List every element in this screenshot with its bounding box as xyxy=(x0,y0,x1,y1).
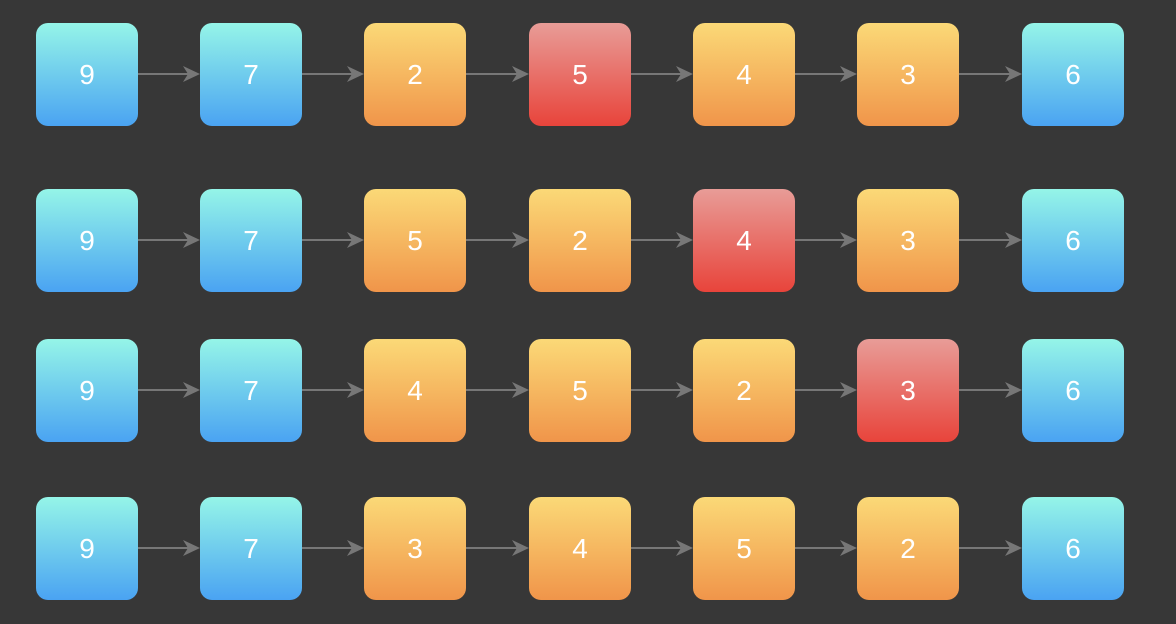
list-node: 9 xyxy=(36,23,138,126)
arrow-icon xyxy=(302,382,364,398)
list-node: 4 xyxy=(693,189,795,292)
list-node: 7 xyxy=(200,339,302,442)
arrow-icon xyxy=(302,66,364,82)
arrow-icon xyxy=(466,382,529,398)
arrow-icon xyxy=(959,232,1022,248)
list-node: 9 xyxy=(36,189,138,292)
list-node: 3 xyxy=(857,189,959,292)
list-node: 3 xyxy=(364,497,466,600)
arrow-icon xyxy=(959,540,1022,556)
list-node: 3 xyxy=(857,339,959,442)
arrow-icon xyxy=(631,232,693,248)
list-node: 7 xyxy=(200,23,302,126)
arrow-icon xyxy=(795,540,857,556)
list-node: 6 xyxy=(1022,339,1124,442)
list-node: 4 xyxy=(364,339,466,442)
list-node: 2 xyxy=(857,497,959,600)
list-node: 6 xyxy=(1022,23,1124,126)
list-node: 5 xyxy=(693,497,795,600)
arrow-icon xyxy=(466,66,529,82)
arrow-icon xyxy=(795,382,857,398)
arrow-icon xyxy=(302,232,364,248)
arrow-icon xyxy=(138,540,200,556)
arrow-icon xyxy=(795,66,857,82)
list-node: 6 xyxy=(1022,497,1124,600)
list-node: 5 xyxy=(529,23,631,126)
list-node: 2 xyxy=(529,189,631,292)
arrow-icon xyxy=(138,232,200,248)
arrow-icon xyxy=(302,540,364,556)
list-node: 5 xyxy=(364,189,466,292)
list-node: 4 xyxy=(529,497,631,600)
arrow-icon xyxy=(959,66,1022,82)
arrow-icon xyxy=(795,232,857,248)
list-node: 6 xyxy=(1022,189,1124,292)
arrow-icon xyxy=(138,382,200,398)
list-node: 7 xyxy=(200,497,302,600)
arrow-icon xyxy=(959,382,1022,398)
list-node: 9 xyxy=(36,339,138,442)
list-node: 3 xyxy=(857,23,959,126)
arrow-icon xyxy=(631,382,693,398)
arrow-icon xyxy=(138,66,200,82)
arrow-icon xyxy=(631,540,693,556)
list-node: 5 xyxy=(529,339,631,442)
arrow-icon xyxy=(466,540,529,556)
list-node: 2 xyxy=(364,23,466,126)
arrow-icon xyxy=(466,232,529,248)
list-node: 4 xyxy=(693,23,795,126)
list-node: 2 xyxy=(693,339,795,442)
list-node: 9 xyxy=(36,497,138,600)
list-node: 7 xyxy=(200,189,302,292)
arrow-icon xyxy=(631,66,693,82)
